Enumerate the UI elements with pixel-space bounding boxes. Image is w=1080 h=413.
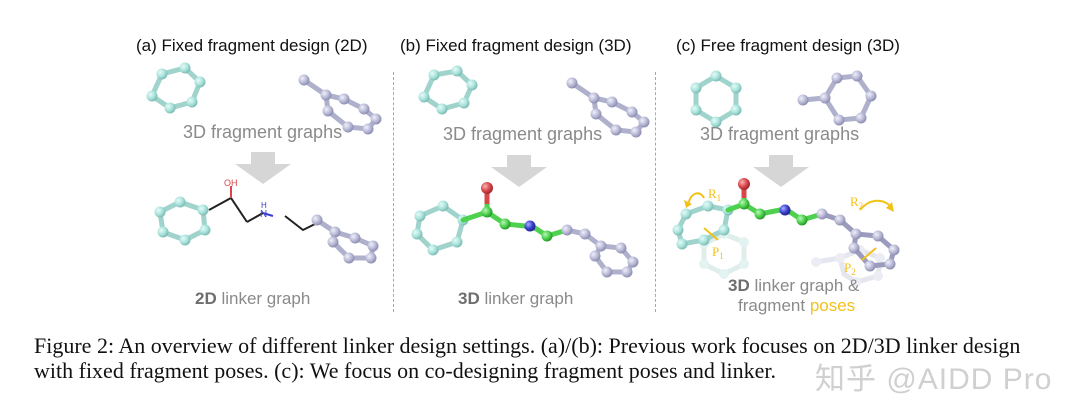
- result-label-text: linker graph &: [749, 276, 860, 295]
- rotation-r2-label: R2: [850, 194, 863, 211]
- hydroxyl-label: OH: [224, 178, 238, 188]
- fragment-2-ring-icon: [566, 77, 650, 138]
- fragment-1-ring-icon: [146, 62, 206, 114]
- panel-c-down-arrow-icon: [753, 155, 809, 187]
- panel-b-3d-linker-molecule: [411, 182, 639, 278]
- fragment-2-ring-icon: [298, 74, 382, 135]
- panel-a-down-arrow-icon: [235, 152, 291, 184]
- panel-c-result-label-line2: fragment poses: [738, 296, 855, 316]
- figure-caption: Figure 2: An overview of different linke…: [34, 333, 1021, 383]
- result-dim-bold: 2D: [195, 289, 217, 308]
- panel-c-3d-linker-with-poses: R1 R2 P1 P2: [672, 178, 900, 287]
- panel-c-fragment-label: 3D fragment graphs: [700, 124, 860, 144]
- rotation-r1-label: R1: [708, 186, 721, 203]
- position-p2-label: P2: [844, 260, 856, 277]
- svg-text:H: H: [261, 201, 267, 210]
- panel-separator-bc: [655, 72, 656, 312]
- panel-b-down-arrow-icon: [491, 155, 547, 187]
- fragment-1-ring-icon: [690, 70, 742, 128]
- panel-b-title: (b) Fixed fragment design (3D): [400, 36, 632, 55]
- panel-c-title: (c) Free fragment design (3D): [676, 36, 900, 55]
- panel-a-fragment-label: 3D fragment graphs: [183, 122, 343, 142]
- watermark: 知乎 @AIDD Pro: [815, 363, 1053, 396]
- result-dim-bold: 3D: [728, 276, 750, 295]
- result-dim-bold: 3D: [458, 289, 480, 308]
- panel-a-result-label: 2D linker graph: [195, 289, 310, 309]
- result-label-text: fragment: [738, 296, 810, 315]
- panel-b-fragment-label: 3D fragment graphs: [443, 124, 603, 144]
- panel-a-2d-linker-molecule: OH H N: [154, 178, 379, 264]
- position-p1-label: P1: [712, 244, 724, 261]
- panel-separator-ab: [393, 72, 394, 312]
- svg-text:N: N: [260, 209, 267, 220]
- fragment-2-ring-icon: [797, 70, 877, 126]
- panel-c-result-label-line1: 3D linker graph &: [728, 276, 859, 296]
- fragment-1-ring-icon: [418, 65, 478, 115]
- poses-highlight-text: poses: [809, 296, 856, 315]
- panel-b-result-label: 3D linker graph: [458, 289, 573, 309]
- result-label-text: linker graph: [479, 289, 574, 308]
- result-label-text: linker graph: [216, 289, 311, 308]
- panel-a-title: (a) Fixed fragment design (2D): [136, 36, 368, 55]
